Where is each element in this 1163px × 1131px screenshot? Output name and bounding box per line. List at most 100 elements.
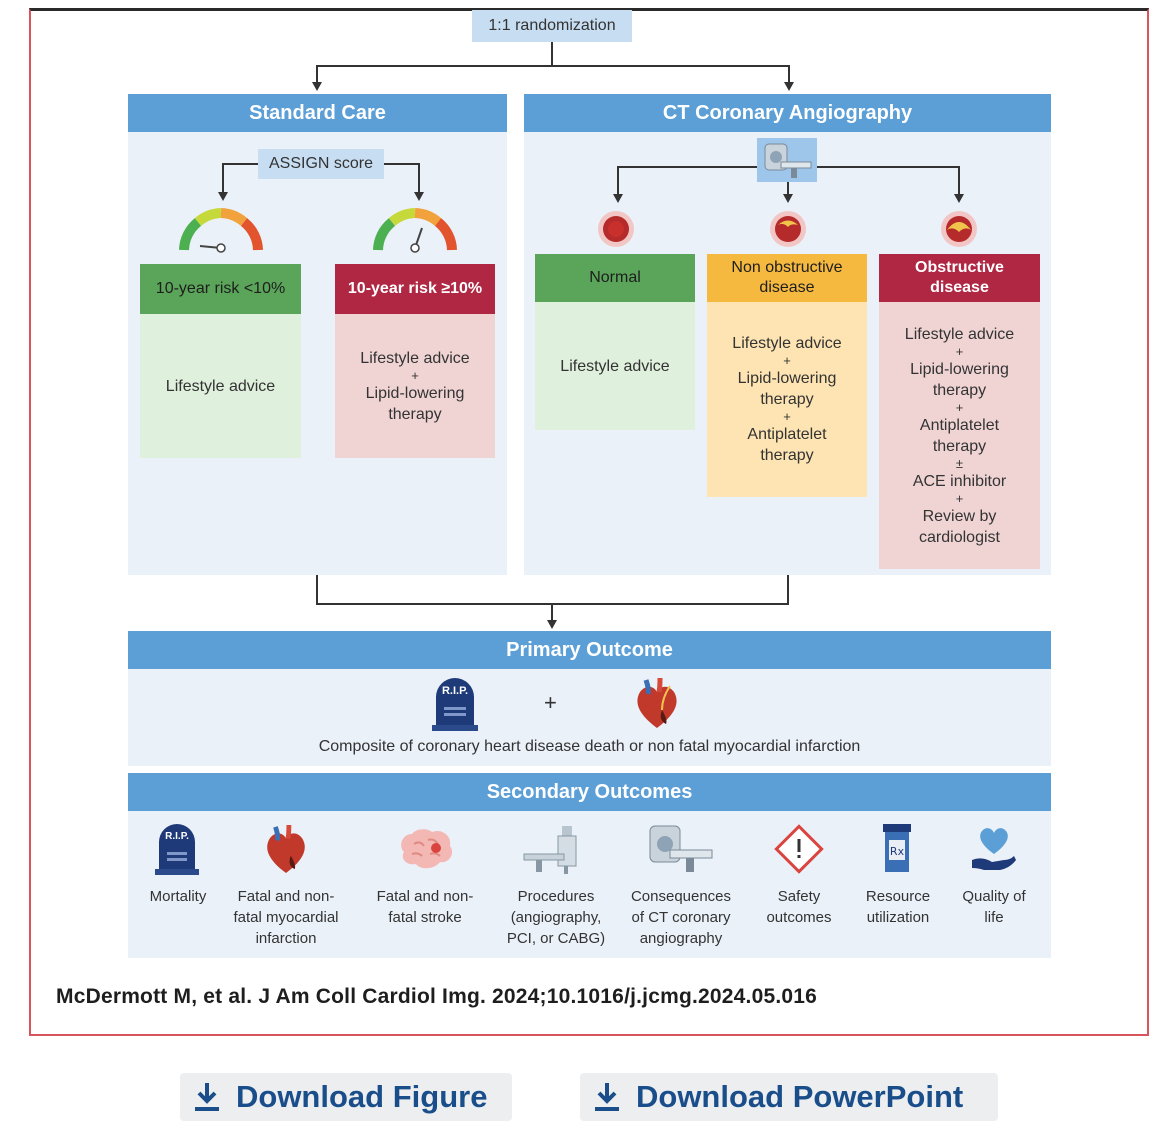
heart-icon [637,677,677,728]
body-text: Lifestyle advice [560,357,670,375]
connector [617,166,757,168]
label-line: of CT coronary [631,909,731,926]
low-risk-body: Lifestyle advice [140,314,301,458]
label-line: Quality of [962,888,1026,905]
randomization-tag: 1:1 randomization [472,10,632,42]
label-line: Fatal and non- [237,888,335,905]
body-text: ACE inhibitor [912,472,1007,490]
tombstone-icon: R.I.P. [430,677,480,731]
connector [316,65,790,67]
artery-icon [941,211,977,247]
hand-heart-icon [972,828,1016,870]
nonobstructive-label: disease [759,279,815,296]
secondary-item-ct-consequences: Consequences of CT coronary angiography [618,886,744,949]
body-text: Antiplatelet [747,426,827,443]
primary-outcome-text: Composite of coronary heart disease deat… [318,738,861,755]
connector [787,182,789,194]
artery-icon [770,211,806,247]
nonobstructive-body: Lifestyle advice + Lipid-lowering therap… [707,302,867,497]
secondary-item-resource: Resource utilization [850,886,946,928]
secondary-item-mortality: Mortality [132,886,224,907]
gauge-icon [373,208,457,253]
body-text: Review by [922,507,997,525]
body-text: Lifestyle advice [360,349,470,367]
connector [551,603,553,621]
primary-outcome-title: Primary Outcome [506,638,673,661]
arrow-head [783,194,793,203]
body-text: therapy [932,437,987,455]
cath-lab-icon [523,826,577,874]
standard-care-header: Standard Care [128,94,507,132]
secondary-item-safety: Safety outcomes [752,886,846,928]
download-figure-button[interactable]: Download Figure [180,1073,512,1121]
obstructive-header: Obstructive disease [879,254,1040,302]
pill-bottle-icon: Rx [883,824,911,872]
primary-outcome-header: Primary Outcome [128,631,1051,669]
secondary-item-quality-of-life: Quality of life [948,886,1040,928]
assign-score-label: ASSIGN score [268,155,374,172]
label-line: infarction [255,930,317,947]
secondary-item-stroke: Fatal and non- fatal stroke [362,886,488,928]
high-risk-body: Lifestyle advice + Lipid-lowering therap… [335,314,495,458]
rip-text: R.I.P. [165,831,189,842]
body-text: Lifestyle advice [732,335,842,352]
ct-title: CT Coronary Angiography [662,101,913,124]
arrow-head [784,82,794,91]
plus-sign: + [955,343,964,359]
warning-icon [774,824,824,874]
body-text: Lipid-lowering [910,360,1009,378]
connector [316,65,318,83]
obstructive-label: Obstructive [915,259,1004,276]
label-line: fatal myocardial [233,909,339,926]
ct-scanner-icon [757,138,817,182]
plus-sign: + [955,490,964,506]
label-line: fatal stroke [388,909,462,926]
secondary-item-procedures: Procedures (angiography, PCI, or CABG) [496,886,616,949]
connector [958,166,960,194]
citation: McDermott M, et al. J Am Coll Cardiol Im… [56,985,817,1008]
label-line: Safety [777,888,821,905]
secondary-outcomes-header: Secondary Outcomes [128,773,1051,811]
connector [384,163,420,165]
standard-care-title: Standard Care [249,101,386,124]
body-text: Lifestyle advice [165,377,276,395]
label-line: outcomes [766,909,832,926]
body-text: therapy [760,447,814,464]
body-text: therapy [932,381,987,399]
label-line: Resource [865,888,931,905]
connector [222,163,224,193]
arrow-head [547,620,557,629]
arrow-head [218,192,228,201]
label-line: angiography [639,930,723,947]
connector [788,65,790,83]
secondary-outcomes-title: Secondary Outcomes [486,780,693,803]
label-line: utilization [866,909,930,926]
ct-header: CT Coronary Angiography [524,94,1051,132]
label-line: life [984,909,1004,926]
label-line: Mortality [149,888,207,905]
arrow-head [312,82,322,91]
svg-text:Rx: Rx [890,845,905,858]
randomization-label: 1:1 randomization [488,17,616,34]
connector [316,575,318,605]
body-text: Lipid-lowering [365,384,465,402]
ct-scanner-icon [649,825,713,872]
normal-body: Lifestyle advice [535,302,695,430]
heart-icon [267,824,305,873]
plus-minus-sign: ± [955,455,964,471]
body-text: cardiologist [919,528,1000,546]
connector [617,166,619,194]
arrow-head [954,194,964,203]
label-line: (angiography, [510,909,602,926]
download-powerpoint-label: Download PowerPoint [636,1079,964,1114]
low-risk-label: 10-year risk <10% [155,280,286,297]
obstructive-body: Lifestyle advice + Lipid-lowering therap… [879,302,1040,569]
plus-sign: + [955,399,964,415]
gauge-icon [179,208,263,253]
body-text: Lifestyle advice [904,325,1015,343]
label-line: Procedures [517,888,595,905]
body-text: therapy [760,391,814,408]
high-risk-label: 10-year risk ≥10% [347,280,483,297]
download-powerpoint-button[interactable]: Download PowerPoint [580,1073,998,1121]
label-line: Fatal and non- [376,888,474,905]
